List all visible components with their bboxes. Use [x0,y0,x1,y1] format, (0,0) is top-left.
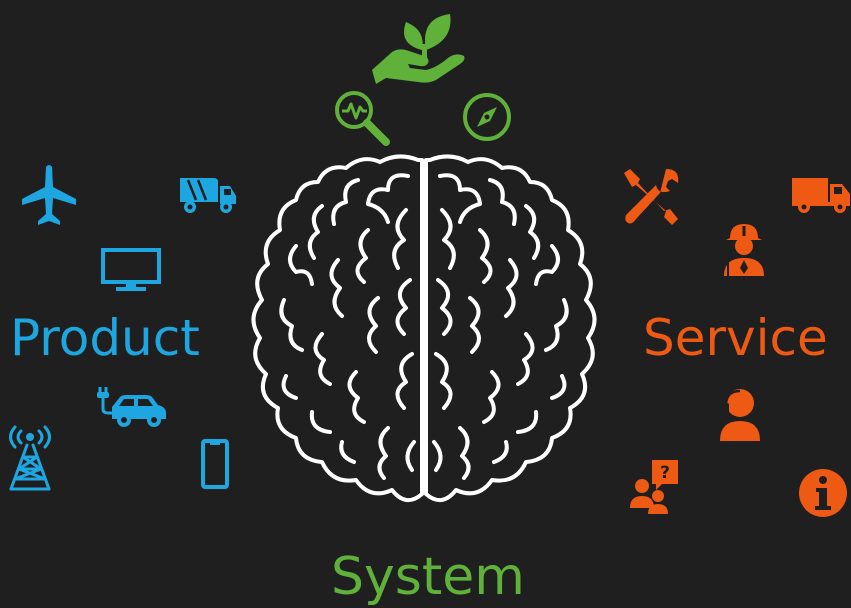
cement-truck-icon [180,178,236,213]
tools-icon [624,169,679,225]
compass-icon [463,93,511,141]
radio-tower-icon [9,425,51,491]
plant-in-hand-icon [372,14,465,84]
service-label: Service [643,309,828,367]
delivery-truck-icon [792,178,850,213]
monitoring-magnifier-icon [335,91,390,146]
help-discussion-icon: ? [630,460,678,514]
support-agent-icon [720,389,760,441]
television-icon [101,248,161,291]
system-label: System [331,547,525,607]
brain-icon [251,154,597,502]
electric-car-icon [97,387,166,427]
svg-text:?: ? [660,463,670,483]
airplane-icon [22,165,76,225]
info-icon [799,469,847,517]
smartphone-icon [201,439,229,489]
engineer-icon [724,224,764,276]
product-label: Product [10,309,200,367]
